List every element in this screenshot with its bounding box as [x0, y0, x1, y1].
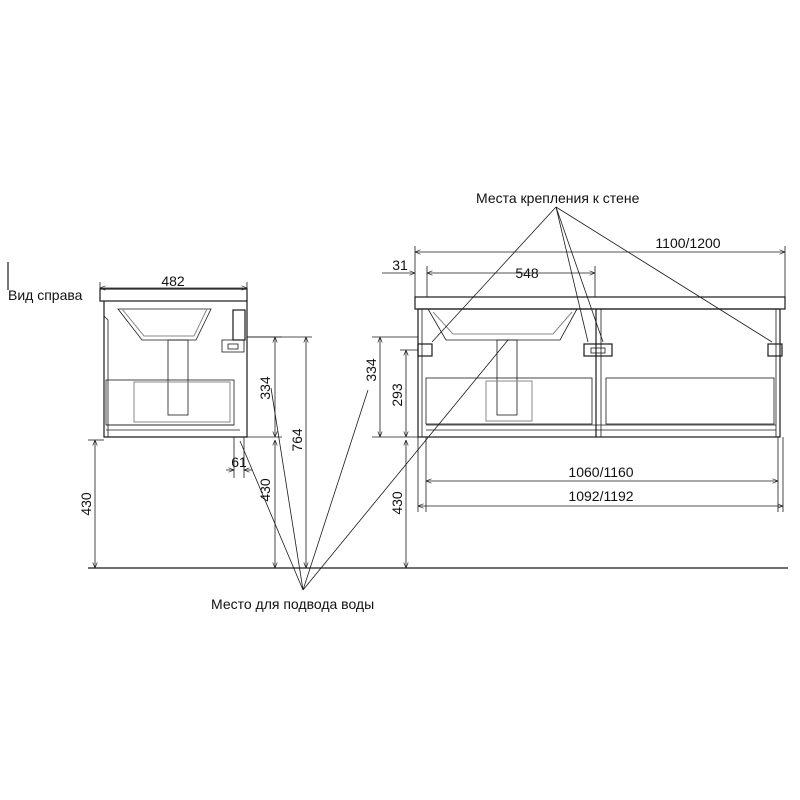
dim-side-floor-height-right: 430 [257, 478, 273, 502]
water-supply-leaders [239, 339, 509, 591]
side-view-label: Вид справа [8, 287, 83, 303]
dim-front-total-width: 1100/1200 [655, 235, 720, 251]
dim-front-mount-height: 293 [389, 383, 405, 407]
side-view [7, 262, 312, 568]
dim-front-edge-offset: 31 [392, 257, 408, 273]
dim-front-body-width: 1092/1192 [568, 488, 633, 504]
dim-front-inner-width: 1060/1160 [568, 464, 633, 480]
wall-mounts-label: Места крепления к стене [476, 190, 640, 206]
water-supply-label: Место для подвода воды [211, 596, 374, 612]
dim-side-offset: 61 [231, 454, 247, 470]
dim-front-basin-width: 548 [515, 265, 539, 281]
wall-mount-leaders [431, 206, 773, 343]
dim-side-cabinet-height: 334 [257, 376, 273, 400]
dim-side-floor-height: 430 [78, 492, 94, 516]
dim-front-floor-height: 430 [389, 491, 405, 515]
dim-front-cabinet-height: 334 [363, 358, 379, 382]
front-view [372, 246, 786, 568]
dim-side-width: 482 [161, 273, 185, 289]
dim-side-total-height: 764 [289, 428, 305, 452]
